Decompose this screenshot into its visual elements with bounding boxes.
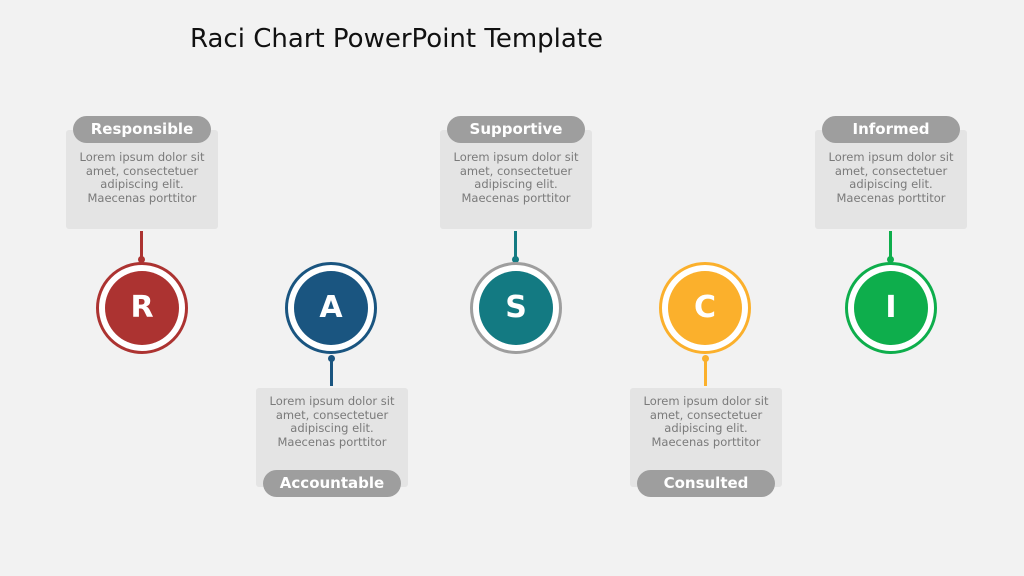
supportive-connector [514, 231, 517, 259]
responsible-label: Responsible [73, 116, 211, 143]
informed-connector [889, 231, 892, 259]
consulted-connector [704, 358, 707, 386]
responsible-connector [140, 231, 143, 259]
consulted-label: Consulted [637, 470, 775, 497]
informed-circle: I [845, 262, 937, 354]
informed-connector-dot [887, 256, 894, 263]
accountable-circle: A [285, 262, 377, 354]
supportive-label: Supportive [447, 116, 585, 143]
responsible-connector-dot [138, 256, 145, 263]
slide-title: Raci Chart PowerPoint Template [190, 24, 603, 54]
consulted-circle: C [659, 262, 751, 354]
accountable-label: Accountable [263, 470, 401, 497]
supportive-circle: S [470, 262, 562, 354]
accountable-letter: A [294, 271, 368, 345]
consulted-letter: C [668, 271, 742, 345]
responsible-letter: R [105, 271, 179, 345]
accountable-connector [330, 358, 333, 386]
informed-label: Informed [822, 116, 960, 143]
responsible-circle: R [96, 262, 188, 354]
supportive-connector-dot [512, 256, 519, 263]
informed-letter: I [854, 271, 928, 345]
supportive-letter: S [479, 271, 553, 345]
